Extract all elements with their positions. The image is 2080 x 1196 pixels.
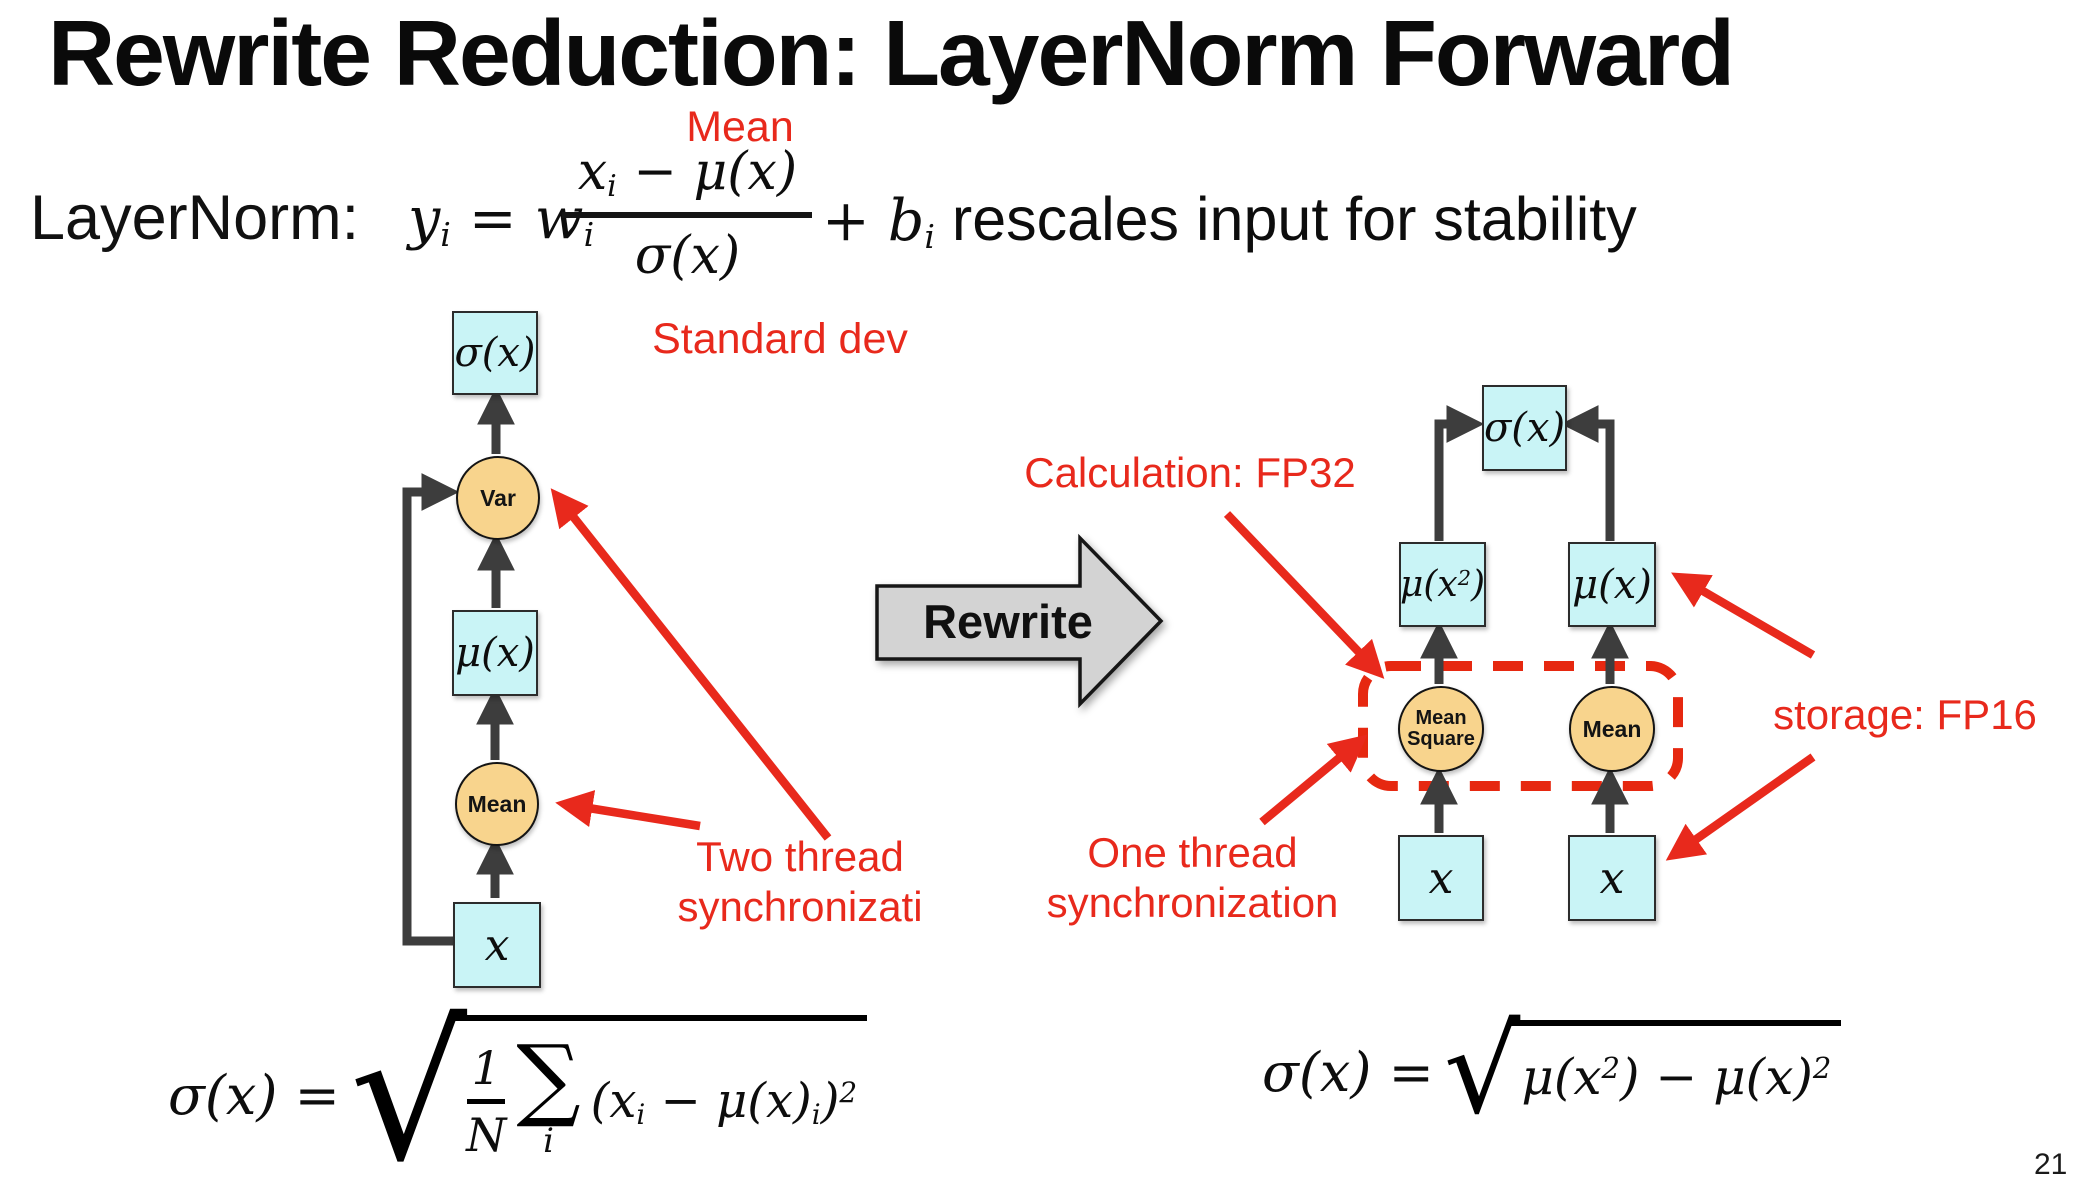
red-arrow-twothread-to-mean xyxy=(555,790,701,831)
left-formula-body: (xi − μ(x)i)2 xyxy=(590,1073,858,1131)
summation: ∑ i xyxy=(516,1025,581,1162)
one-over-n-fraction: 1 N xyxy=(466,1041,506,1162)
frac-top: 1 xyxy=(471,1040,501,1095)
right-x-box-right: x xyxy=(1568,835,1656,921)
one-thread-line1: One thread xyxy=(1087,829,1298,876)
std-dev-callout: Standard dev xyxy=(652,315,908,363)
right-mean-label: Mean xyxy=(1582,715,1642,742)
right-meansquare-label-2: Square xyxy=(1407,728,1475,750)
two-thread-line1: Two thread xyxy=(696,833,904,880)
frac-bottom: N xyxy=(466,1107,507,1162)
arrow-mu2-to-sigma2 xyxy=(1560,405,1615,541)
right-mu-squared-box: μ(x2) xyxy=(1399,542,1486,627)
formula-bias-term: + bi xyxy=(822,188,935,256)
left-mean-label: Mean xyxy=(467,790,527,817)
left-mean-circle: Mean xyxy=(455,762,539,846)
left-sigma-label: σ(x) xyxy=(454,330,536,376)
right-mu-box: μ(x) xyxy=(1568,542,1656,627)
radical-sign-right: √ xyxy=(1443,1002,1521,1141)
rewrite-block-arrow xyxy=(875,533,1164,709)
right-x-box-left: x xyxy=(1398,835,1484,921)
page-number: 21 xyxy=(2034,1148,2068,1181)
calculation-fp32-callout: Calculation: FP32 xyxy=(1024,449,1356,496)
left-x-box: x xyxy=(453,902,541,988)
radical-sign-left: √ xyxy=(349,988,468,1196)
right-mean-circle: Mean xyxy=(1569,686,1655,772)
formula-lhs: yi = wi xyxy=(408,186,595,254)
left-mu-box: μ(x) xyxy=(452,610,538,696)
two-thread-line2: synchronizati xyxy=(677,882,923,930)
right-mu-squared-label: μ(x2) xyxy=(1399,564,1486,605)
sum-index: i xyxy=(543,1121,554,1162)
red-arrow-storage-to-x xyxy=(1665,753,1816,861)
fraction-bar xyxy=(562,212,812,218)
left-sigma-formula: σ(x) = √ 1 N ∑ i (xi − μ(x)i)2 xyxy=(168,988,868,1196)
right-meansquare-circle: Mean Square xyxy=(1398,686,1484,772)
mean-callout: Mean xyxy=(686,103,794,151)
right-x-left-label: x xyxy=(1428,852,1454,904)
formula-layernorm-label: LayerNorm: xyxy=(30,183,360,253)
arrow-musq-to-sigma2 xyxy=(1434,405,1485,541)
left-sigma-box: σ(x) xyxy=(452,311,538,395)
formula-tail-text: rescales input for stability xyxy=(934,185,1637,253)
one-sync-dashed-outline xyxy=(1358,661,1683,791)
formula-tail: + bi rescales input for stability xyxy=(822,184,1637,256)
rewrite-arrow-label: Rewrite xyxy=(923,595,1093,648)
one-thread-line2: synchronization xyxy=(1046,878,1339,926)
left-x-label: x xyxy=(484,919,510,971)
left-formula-radicand: 1 N ∑ i (xi − μ(x)i)2 xyxy=(454,1015,868,1175)
right-x-right-label: x xyxy=(1599,852,1625,904)
right-sigma-label: σ(x) xyxy=(1483,405,1566,451)
left-var-label: Var xyxy=(480,484,516,511)
red-arrow-storage-to-mu xyxy=(1671,572,1816,659)
frac-bar xyxy=(467,1098,506,1104)
formula-denominator: σ(x) xyxy=(634,226,741,286)
sum-sign: ∑ xyxy=(516,1025,581,1131)
right-sigma-formula: σ(x) = √ μ(x2) − μ(x)2 xyxy=(1262,1002,1842,1141)
right-mu-label: μ(x) xyxy=(1572,561,1652,608)
red-arrow-calc-to-dashedbox xyxy=(1223,511,1385,679)
storage-fp16-callout: storage: FP16 xyxy=(1773,691,2037,738)
right-meansquare-label-1: Mean xyxy=(1415,707,1467,729)
right-sigma-box: σ(x) xyxy=(1482,385,1567,471)
left-var-circle: Var xyxy=(456,456,540,540)
formula-numerator: xi − μ(x) xyxy=(577,142,798,205)
right-formula-radicand: μ(x2) − μ(x)2 xyxy=(1511,1020,1842,1124)
right-formula-lead: σ(x) = xyxy=(1262,1040,1434,1104)
red-arrow-onethread-to-dashedbox xyxy=(1259,734,1368,826)
red-arrow-twothread-to-var xyxy=(550,488,832,841)
arrow-x-bypass-to-var xyxy=(402,473,460,946)
left-mu-label: μ(x) xyxy=(455,630,535,676)
right-formula-body: μ(x2) − μ(x)2 xyxy=(1521,1048,1832,1106)
two-thread-callout: Two thread synchronizati xyxy=(660,832,940,931)
left-formula-lead: σ(x) = xyxy=(168,1063,340,1127)
slide-title: Rewrite Reduction: LayerNorm Forward xyxy=(48,1,1735,105)
one-thread-callout: One thread synchronization xyxy=(1020,828,1365,927)
